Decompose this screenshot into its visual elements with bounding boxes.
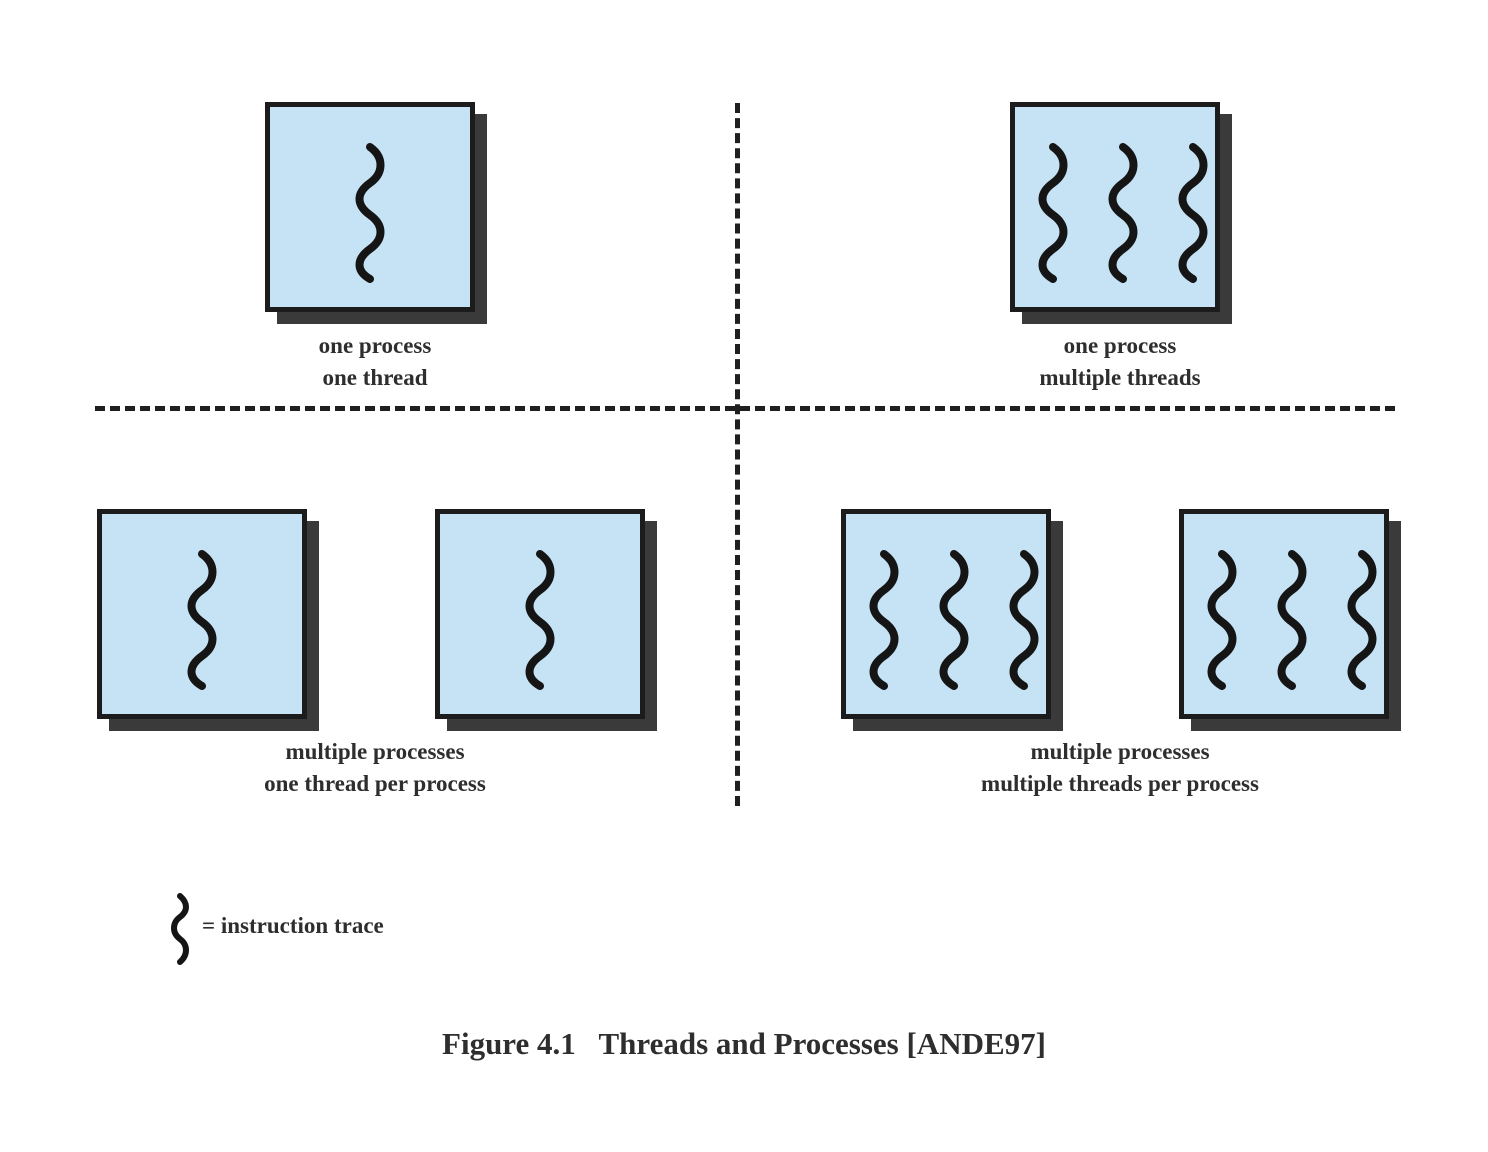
horizontal-divider	[95, 406, 1395, 411]
legend-text: = instruction trace	[202, 913, 384, 938]
caption-top-left: one process one thread	[265, 330, 485, 394]
instruction-trace-icon	[1009, 550, 1039, 690]
caption-line-2: one thread per process	[264, 771, 486, 796]
caption-top-right: one process multiple threads	[1000, 330, 1240, 394]
instruction-trace-icon	[355, 143, 385, 283]
instruction-trace-icon	[1178, 143, 1208, 283]
caption-line-1: one process	[318, 333, 432, 358]
figure-caption: Figure 4.1 Threads and Processes [ANDE97…	[0, 1026, 1488, 1062]
caption-line-1: multiple processes	[285, 739, 465, 764]
caption-line-1: one process	[1063, 333, 1177, 358]
caption-bottom-right: multiple processes multiple threads per …	[930, 736, 1310, 800]
instruction-trace-icon	[525, 550, 555, 690]
vertical-divider	[735, 103, 740, 806]
process-box	[1179, 509, 1389, 719]
figure-number: Figure 4.1	[442, 1026, 576, 1061]
caption-line-2: multiple threads per process	[981, 771, 1259, 796]
process-box	[97, 509, 307, 719]
instruction-trace-icon	[939, 550, 969, 690]
instruction-trace-icon	[1108, 143, 1138, 283]
process-box	[841, 509, 1051, 719]
process-box	[265, 102, 475, 312]
instruction-trace-icon	[187, 550, 217, 690]
caption-bottom-left: multiple processes one thread per proces…	[215, 736, 535, 800]
instruction-trace-icon	[1038, 143, 1068, 283]
process-box	[435, 509, 645, 719]
instruction-trace-icon	[1207, 550, 1237, 690]
caption-line-2: one thread	[322, 365, 428, 390]
instruction-trace-icon	[1277, 550, 1307, 690]
caption-line-2: multiple threads	[1039, 365, 1201, 390]
process-box	[1010, 102, 1220, 312]
instruction-trace-icon	[869, 550, 899, 690]
figure-title: Threads and Processes [ANDE97]	[598, 1026, 1046, 1061]
instruction-trace-icon	[1347, 550, 1377, 690]
caption-line-1: multiple processes	[1030, 739, 1210, 764]
instruction-trace-icon	[171, 893, 189, 965]
